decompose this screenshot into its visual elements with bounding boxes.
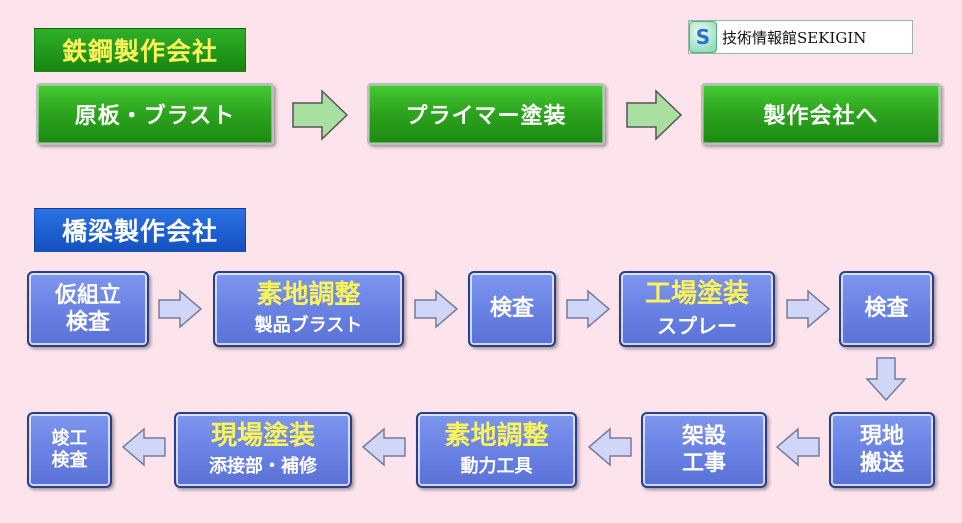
step-inspection-2: 検査: [839, 271, 934, 347]
steel-step-primer: プライマー塗装: [367, 83, 605, 145]
step-inspection-1: 検査: [468, 271, 556, 347]
arrow-right-icon: [626, 89, 683, 141]
step-completion-inspection: 竣工 検査: [27, 412, 112, 488]
arrow-right-icon: [566, 289, 611, 329]
step-trial-assembly-inspection: 仮組立 検査: [27, 271, 149, 347]
arrow-left-icon: [121, 427, 166, 467]
step-line: 仮組立: [54, 282, 121, 308]
arrow-right-icon: [786, 289, 831, 329]
arrow-right-icon: [292, 89, 349, 141]
arrow-left-icon: [361, 427, 406, 467]
steel-step-blast: 原板・ブラスト: [36, 83, 274, 145]
logo: S 技術情報館SEKIGIN: [688, 20, 913, 54]
logo-text: 技術情報館SEKIGIN: [722, 28, 867, 47]
step-sub-label: 添接部・補修: [209, 456, 317, 478]
step-line: 搬送: [859, 451, 904, 476]
arrow-down-icon: [865, 357, 907, 402]
step-sub-label: スプレー: [657, 313, 737, 338]
step-main-label: 素地調整: [444, 421, 549, 452]
step-line: 現地: [859, 423, 904, 449]
arrow-right-icon: [158, 289, 203, 329]
steel-step-to-fabricator: 製作会社へ: [701, 83, 941, 145]
arrow-right-icon: [414, 289, 459, 329]
step-line: 竣工: [51, 427, 88, 449]
step-main-label: 現場塗装: [210, 421, 315, 452]
step-erection-work: 架設 工事: [641, 412, 767, 488]
logo-s-icon: S: [689, 21, 717, 53]
step-line: 検査: [51, 450, 88, 471]
arrow-left-icon: [775, 427, 820, 467]
step-line: 検査: [489, 296, 534, 322]
step-shop-painting-spray: 工場塗装 スプレー: [619, 271, 775, 347]
step-main-label: 素地調整: [256, 280, 361, 311]
steel-section-title: 鉄鋼製作会社: [34, 28, 246, 72]
step-sub-label: 製品ブラスト: [254, 315, 363, 337]
step-surface-prep-power-tools: 素地調整 動力工具: [416, 412, 577, 488]
step-site-transport: 現地 搬送: [829, 412, 935, 488]
step-line: 検査: [65, 310, 110, 335]
step-line: 工事: [681, 451, 726, 476]
step-surface-prep-product-blast: 素地調整 製品ブラスト: [213, 271, 404, 347]
step-sub-label: 動力工具: [460, 456, 533, 478]
step-site-painting-splice-repair: 現場塗装 添接部・補修: [174, 412, 352, 488]
arrow-left-icon: [587, 427, 632, 467]
bridge-section-title: 橋梁製作会社: [34, 208, 246, 252]
step-line: 架設: [681, 423, 726, 449]
step-line: 検査: [864, 296, 909, 322]
step-main-label: 工場塗装: [644, 279, 749, 310]
